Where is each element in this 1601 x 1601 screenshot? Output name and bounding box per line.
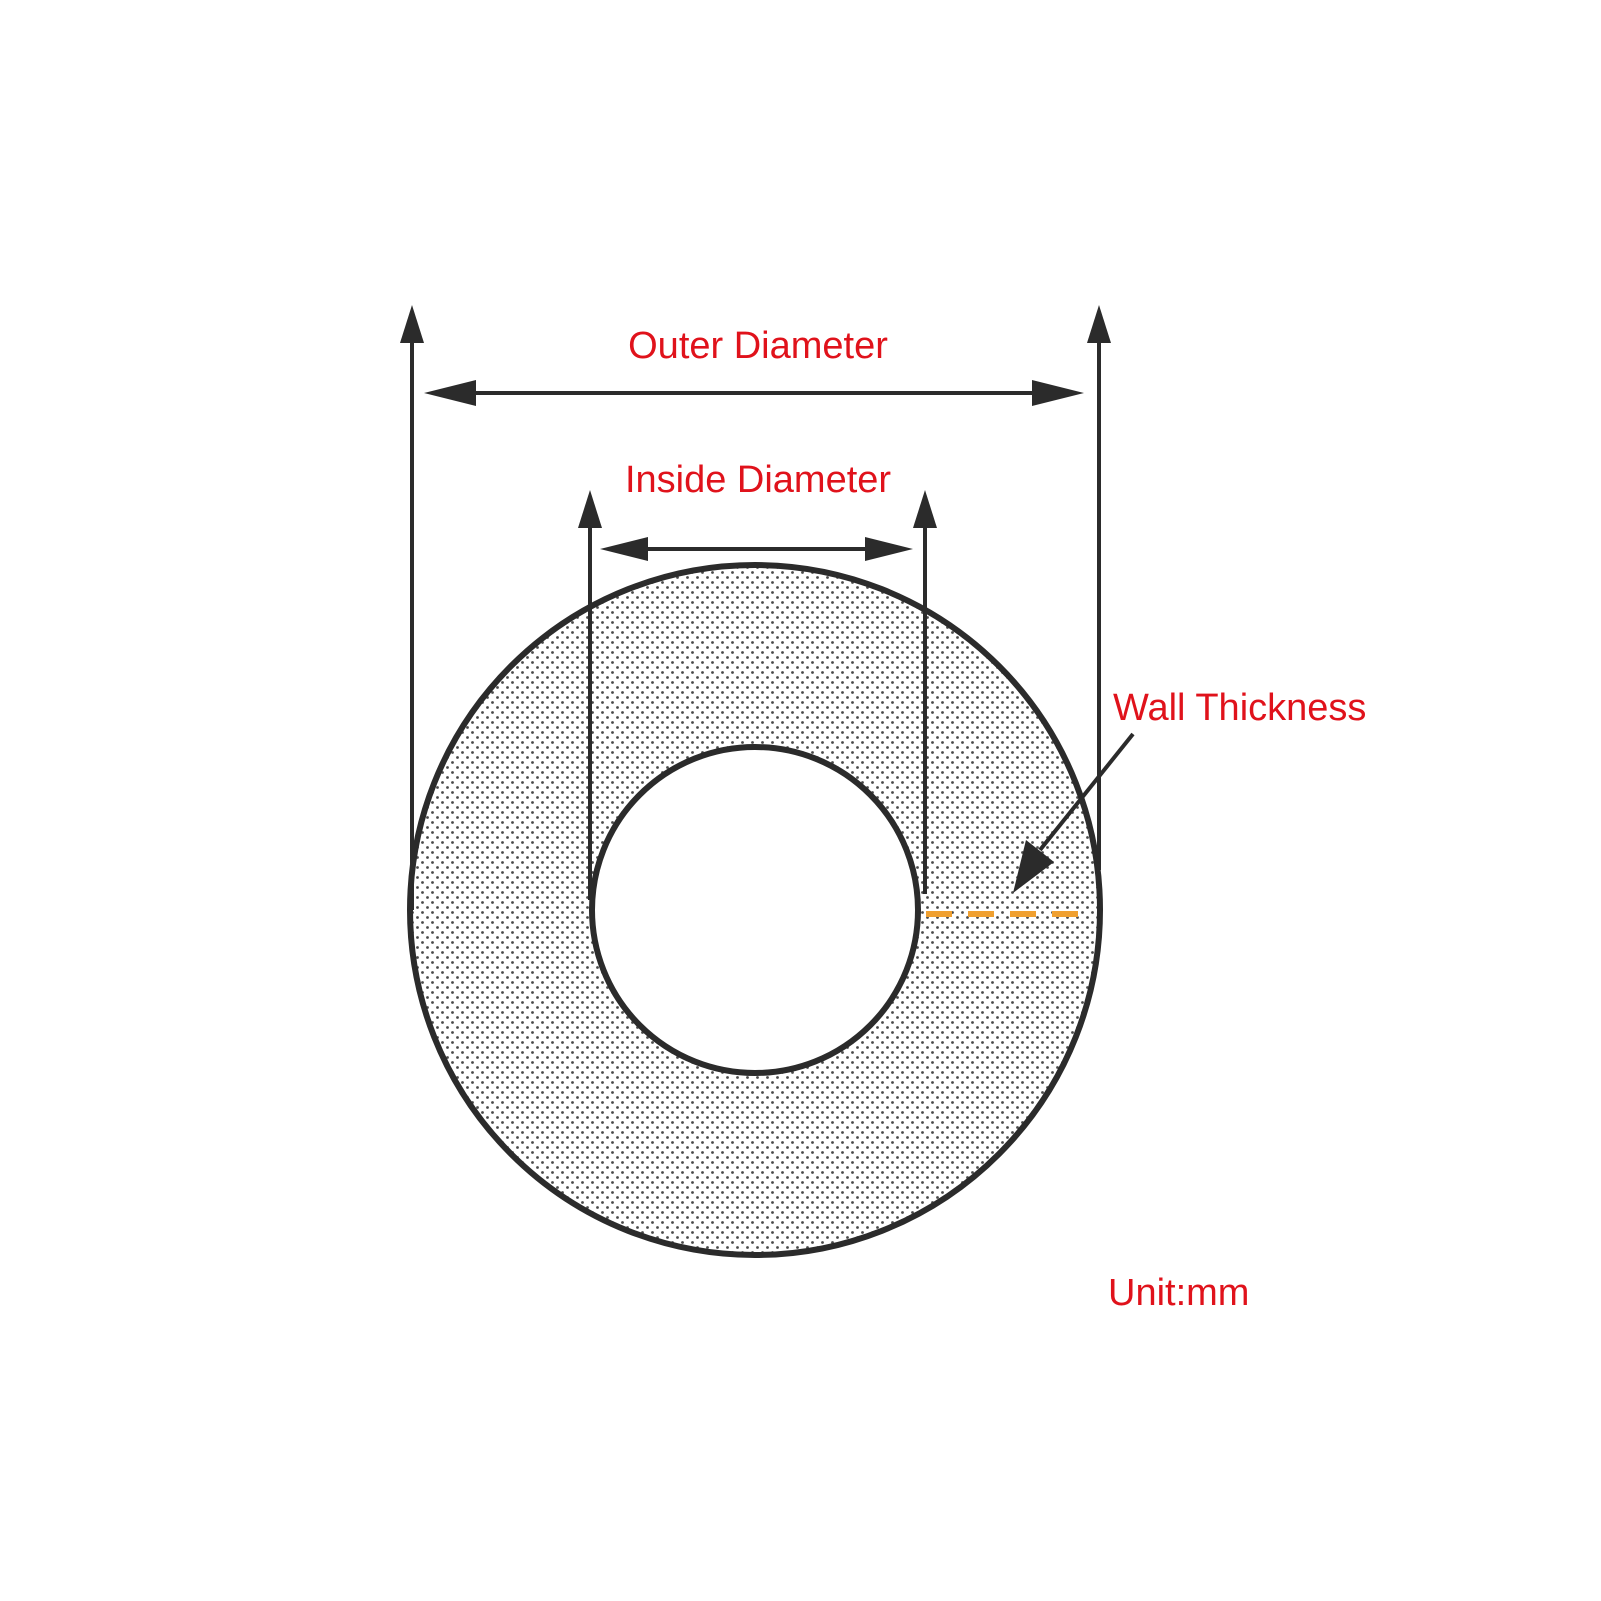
inside-diameter-dimension-arrow [600, 537, 913, 561]
wall-thickness-label: Wall Thickness [1113, 687, 1366, 729]
inside-diameter-extension-left [578, 490, 602, 900]
unit-label: Unit:mm [1108, 1272, 1249, 1314]
outer-diameter-dimension-arrow [424, 380, 1084, 406]
outer-diameter-label: Outer Diameter [628, 325, 888, 367]
wall-thickness-pointer-arrow [1013, 732, 1135, 893]
tube-wall [410, 565, 1100, 1255]
outer-diameter-extension-right [1087, 305, 1111, 870]
inside-diameter-label: Inside Diameter [625, 459, 891, 501]
inner-circle [589, 744, 921, 1076]
outer-diameter-extension-left [400, 305, 424, 910]
inside-diameter-extension-right [913, 490, 937, 894]
